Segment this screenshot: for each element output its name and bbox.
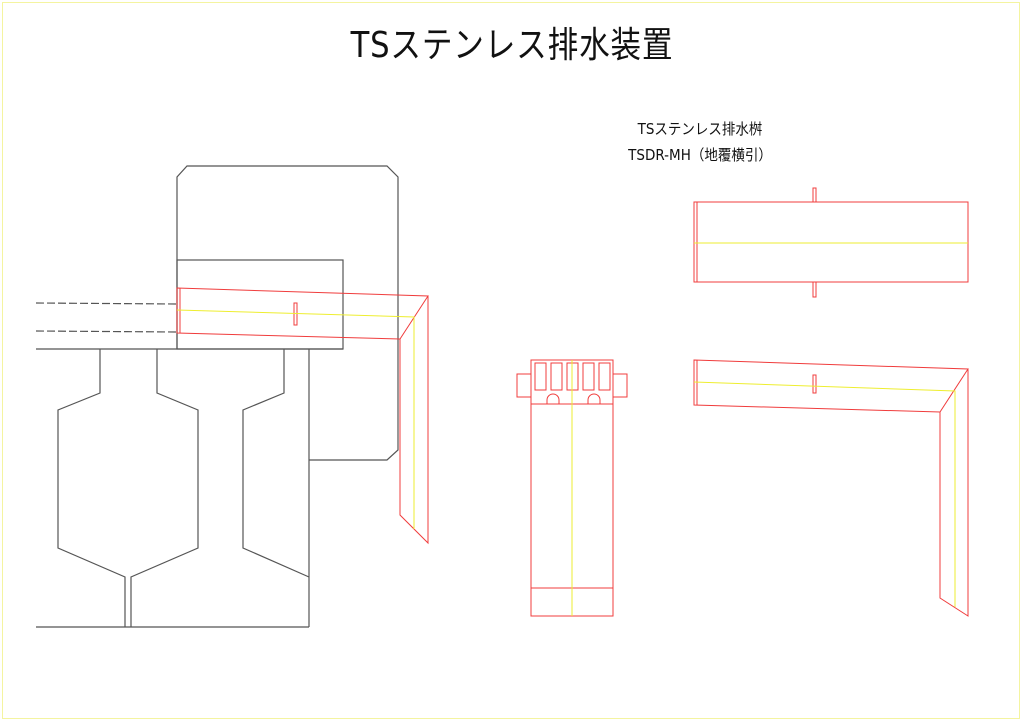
grate-slot xyxy=(598,362,611,391)
pipe-dashed-top xyxy=(35,302,178,305)
girder-middle xyxy=(130,349,199,627)
pipe-side-horizontal xyxy=(693,359,969,413)
product-code: TSDR-MH（地覆横引） xyxy=(628,146,772,164)
product-name: TSステンレス排水桝 xyxy=(637,120,763,138)
front-view xyxy=(516,359,628,617)
pipe-side-vertical xyxy=(939,369,969,617)
girder-left xyxy=(57,349,126,627)
arch-opening xyxy=(587,393,601,404)
arch-opening xyxy=(546,393,560,404)
side-view xyxy=(693,359,969,617)
grate-slot xyxy=(550,362,563,391)
girder-right xyxy=(242,349,310,578)
drain-slot xyxy=(812,374,817,394)
tab-top xyxy=(812,187,817,203)
left-ear xyxy=(516,373,532,398)
drawing-title: TSステンレス排水装置 xyxy=(350,25,674,66)
section-view xyxy=(35,165,429,628)
grate-slot xyxy=(534,362,547,391)
centerline xyxy=(693,381,956,607)
curb-outline xyxy=(176,165,399,461)
plan-view xyxy=(693,187,969,298)
grate-slot xyxy=(582,362,595,391)
centerline xyxy=(176,309,415,529)
right-ear xyxy=(612,373,628,398)
tab-bottom xyxy=(812,281,817,298)
pipe-plan-outline xyxy=(693,201,969,283)
pipe-dashed-bottom xyxy=(35,330,178,333)
